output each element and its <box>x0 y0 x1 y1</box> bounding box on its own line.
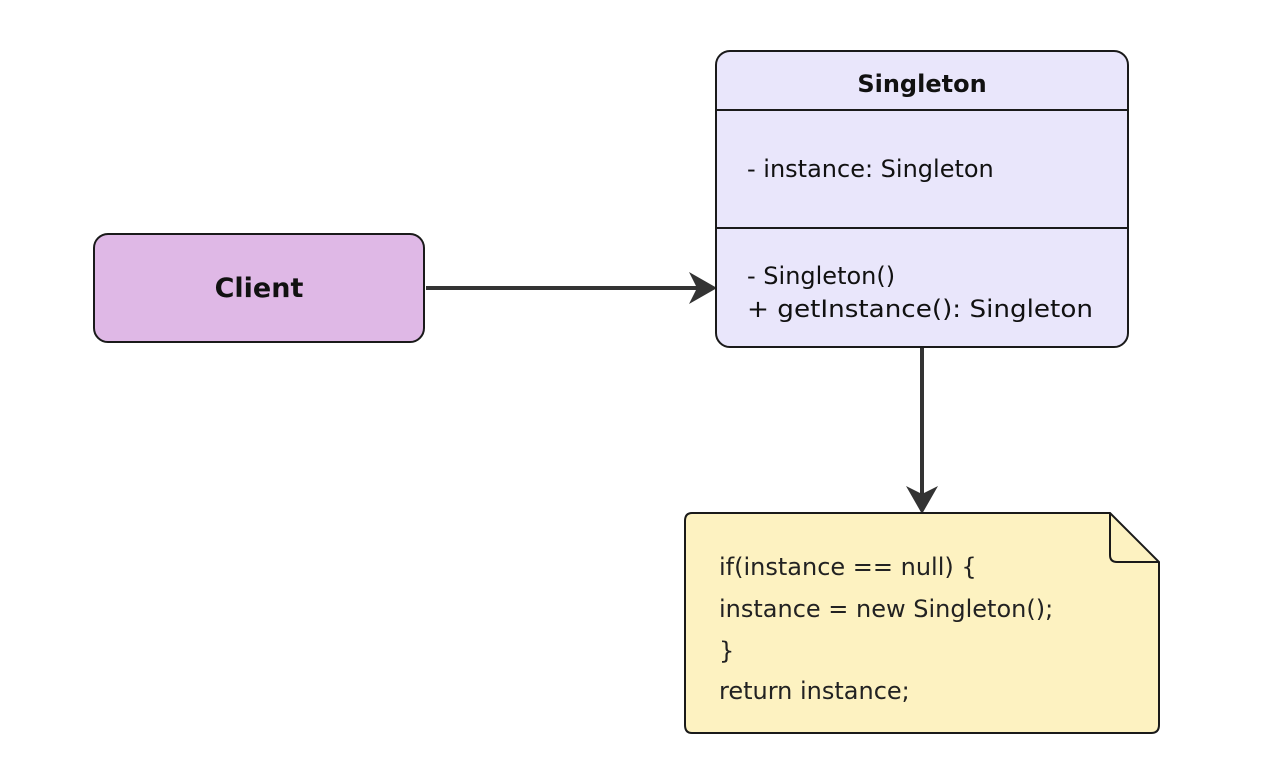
class-method: - Singleton() <box>747 262 895 290</box>
client-label: Client <box>215 273 304 304</box>
code-note[interactable]: if(instance == null) { instance = new Si… <box>684 512 1160 734</box>
note-folded-corner <box>1109 513 1159 563</box>
note-arrowhead <box>906 486 938 514</box>
note-line: instance = new Singleton(); <box>719 595 1053 623</box>
association-arrowhead <box>689 272 717 304</box>
class-method: + getInstance(): Singleton <box>747 295 1093 323</box>
singleton-class[interactable]: Singleton - instance: Singleton - Single… <box>715 50 1129 348</box>
class-attribute: - instance: Singleton <box>747 155 994 183</box>
note-line: } <box>719 637 734 665</box>
client-node[interactable]: Client <box>93 233 425 343</box>
note-line: return instance; <box>719 677 910 705</box>
client-box <box>93 233 425 343</box>
note-line: if(instance == null) { <box>719 553 977 581</box>
note-arrow-singleton-note <box>906 347 938 514</box>
association-arrow-client-singleton <box>426 272 717 304</box>
class-name: Singleton <box>857 70 986 98</box>
note-body <box>684 512 1160 734</box>
singleton-class-box <box>715 50 1129 348</box>
